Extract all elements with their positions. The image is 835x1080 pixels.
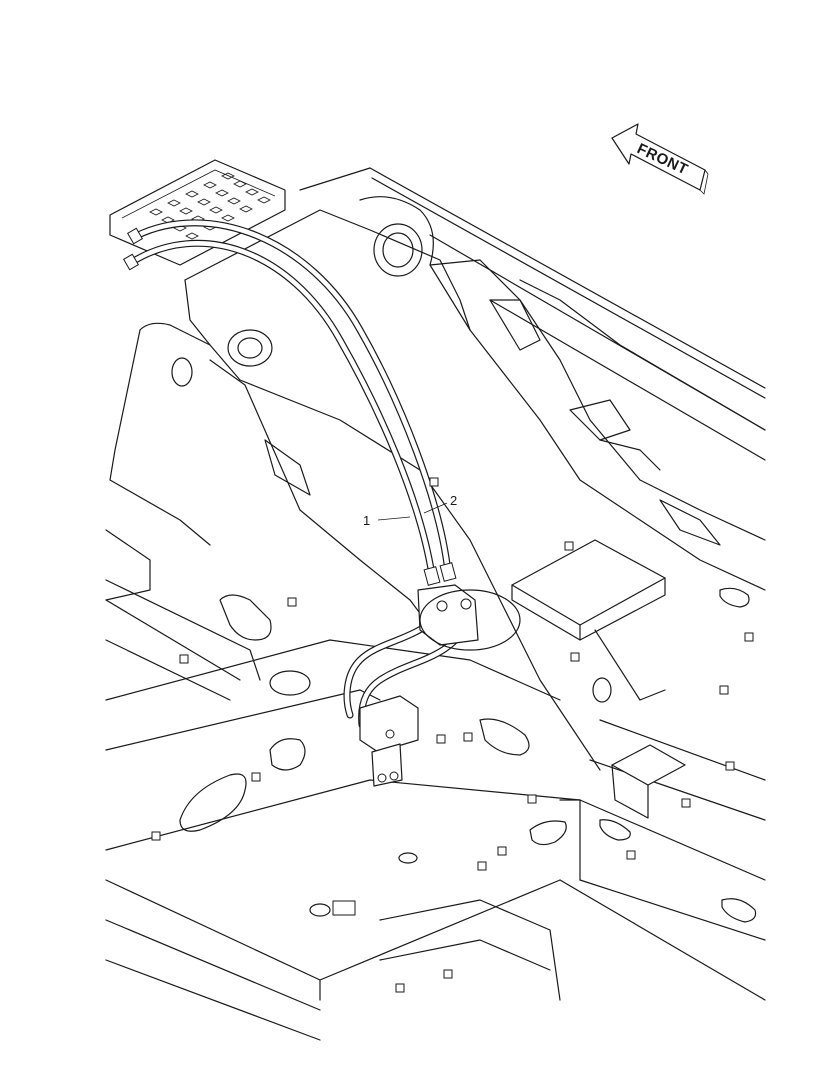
swivel-block [417,584,521,651]
hose-assembly [122,219,472,729]
callout-1: 1 [363,513,411,528]
front-label: FRONT [634,140,690,178]
pilot-valve [359,695,419,787]
callout-2: 2 [423,493,457,514]
hose-lower-2 [358,618,472,729]
main-frame [105,167,766,1041]
hose-1 [128,239,436,579]
callout-label-2: 2 [450,493,457,508]
boom-bracket [109,196,766,771]
hose-2 [132,219,452,576]
bolt-heads [151,477,754,993]
hose-fitting-top [122,227,144,271]
mounting-block [511,539,686,819]
hose-fitting-bottom [423,562,457,586]
pedal-plate [109,159,286,266]
front-direction-arrow: FRONT [611,123,709,195]
callout-label-1: 1 [363,513,370,528]
